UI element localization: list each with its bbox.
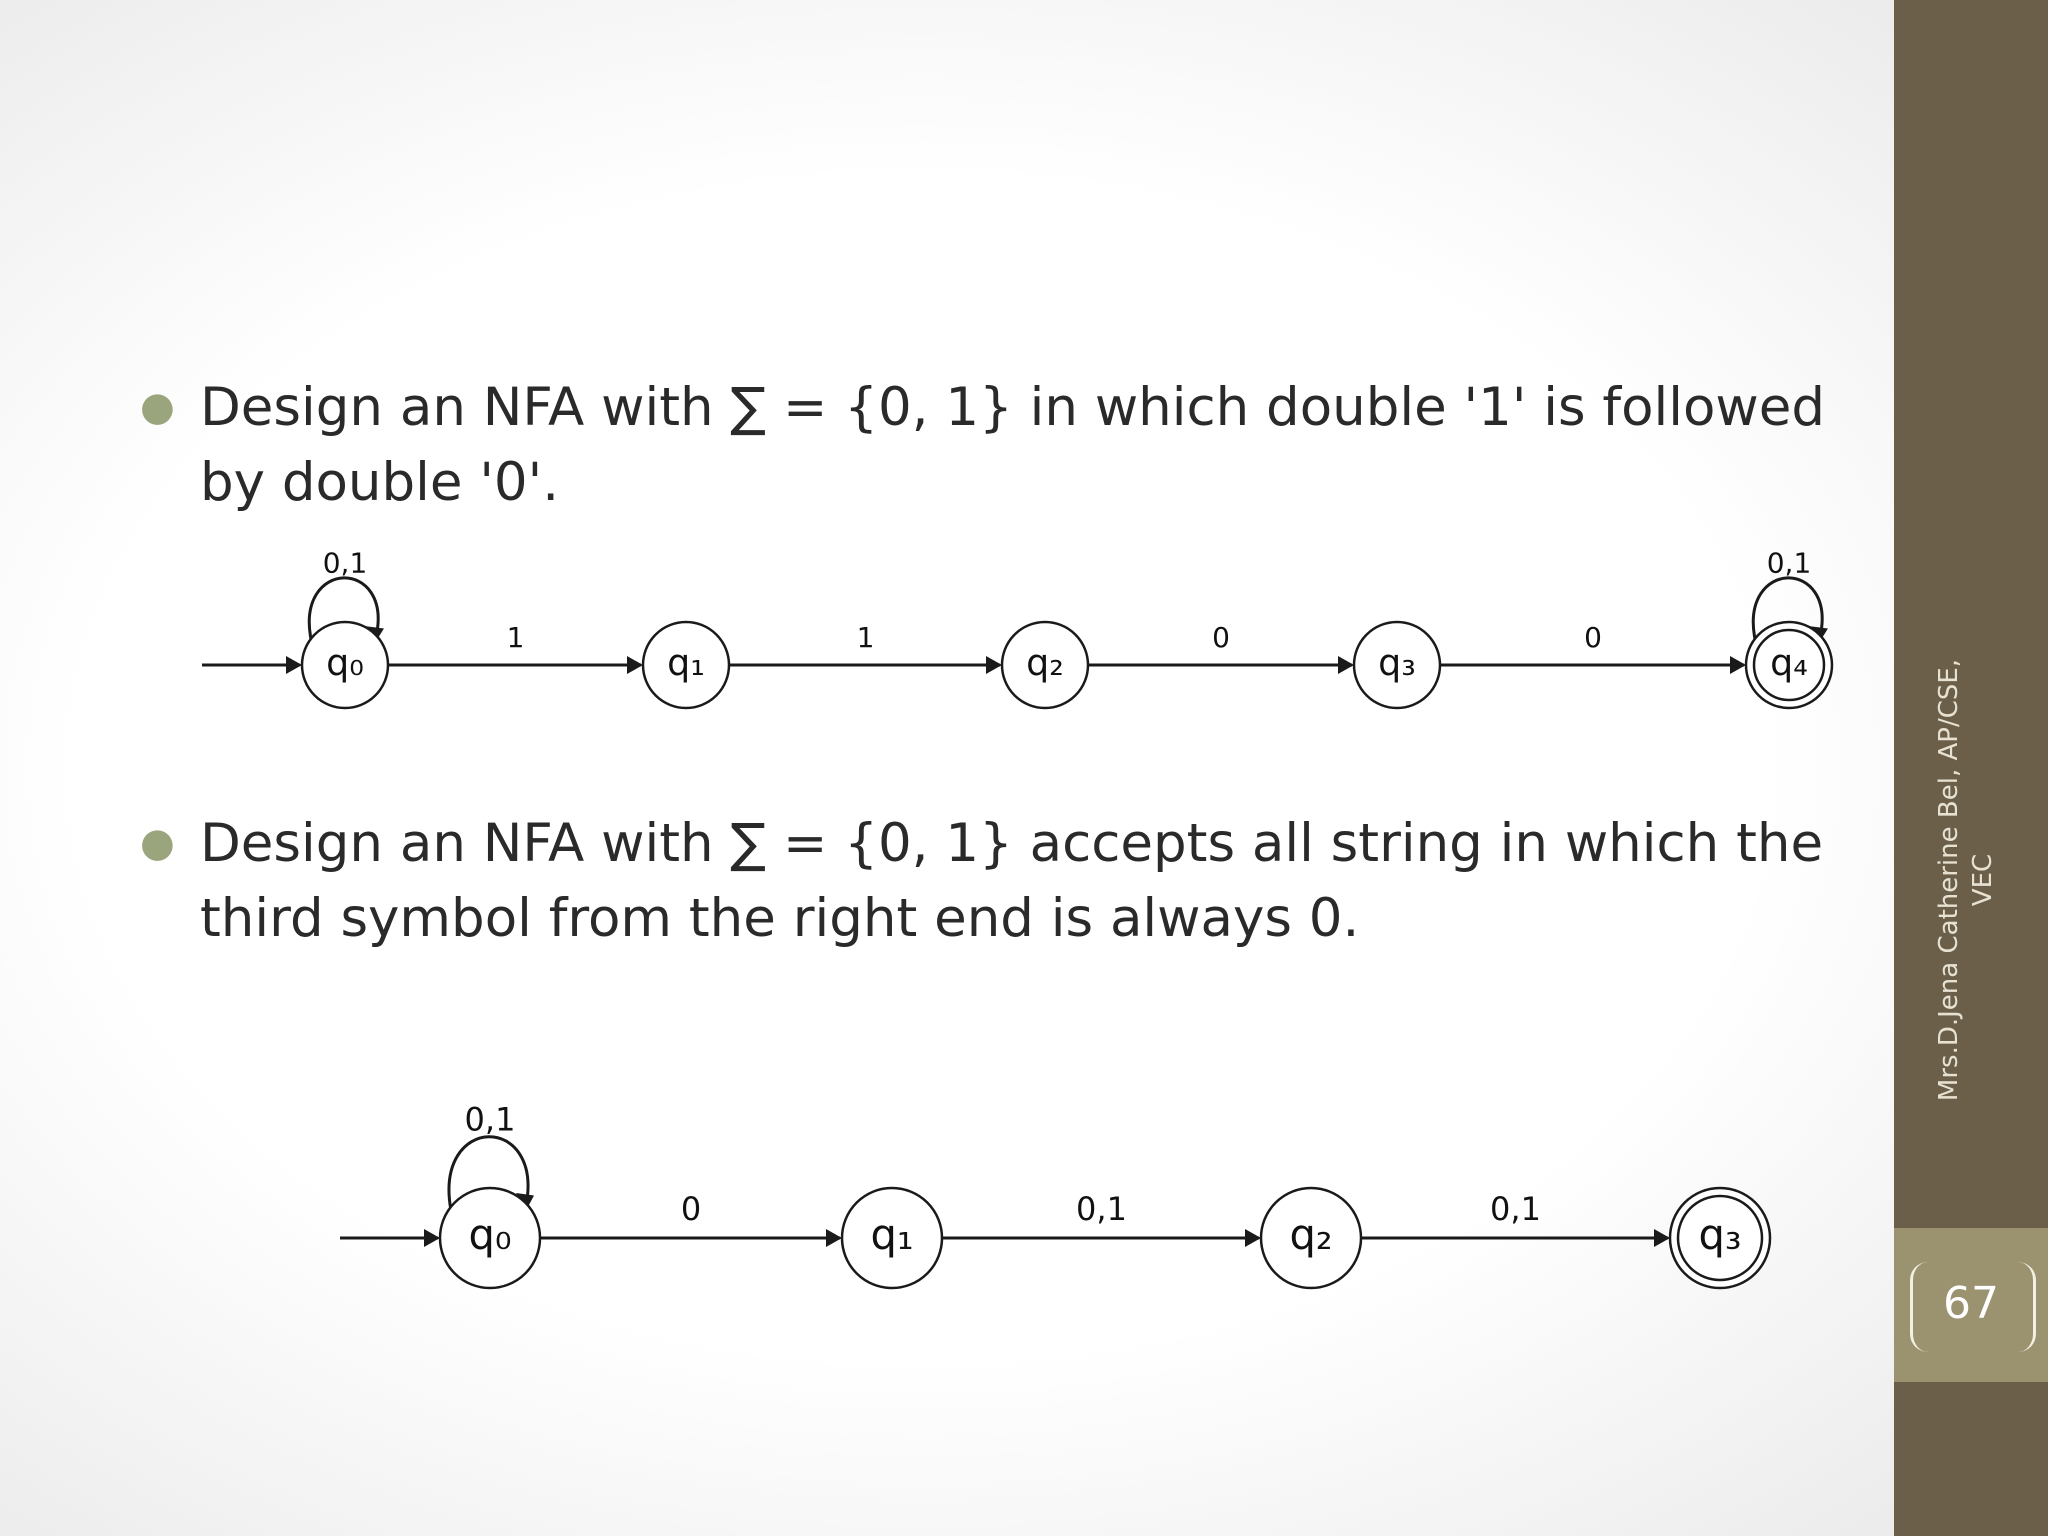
state-circle xyxy=(840,1186,944,1290)
transition-label: 1 xyxy=(507,621,525,654)
state-label: q₄ xyxy=(1770,641,1808,684)
self-loop-label: 0,1 xyxy=(465,1101,516,1139)
bullet-item: ● Design an NFA with ∑ = {0, 1} in which… xyxy=(140,370,1840,520)
arrow-head-icon xyxy=(1245,1229,1261,1247)
arrow-head-icon xyxy=(627,656,643,674)
arrow-head-icon xyxy=(1654,1229,1670,1247)
page-bracket-icon xyxy=(1910,1262,2036,1352)
self-loop-label: 0,1 xyxy=(323,547,368,580)
bullet-dot-icon: ● xyxy=(140,820,175,866)
state-label: q₂ xyxy=(1289,1210,1332,1259)
state-circle xyxy=(1668,1186,1772,1290)
state-label: q₁ xyxy=(667,641,705,684)
state-circle xyxy=(641,620,731,710)
state-label: q₂ xyxy=(1026,641,1064,684)
bullet-item: ● Design an NFA with ∑ = {0, 1} accepts … xyxy=(140,806,1840,956)
transition-label: 0,1 xyxy=(1490,1190,1541,1228)
arrow-head-icon xyxy=(826,1229,842,1247)
state-circle xyxy=(1000,620,1090,710)
footer-author-line: VEC xyxy=(1968,853,1998,907)
state-label: q₁ xyxy=(870,1210,913,1259)
self-loop-arrow xyxy=(447,1135,530,1211)
state-circle xyxy=(1352,620,1442,710)
self-loop-arrow xyxy=(1751,576,1824,642)
footer-author-line: Mrs.D.Jena Catherine Bel, AP/CSE, xyxy=(1934,658,1964,1102)
transition-label: 0,1 xyxy=(1076,1190,1127,1228)
nfa-diagram-1: 0,1 0,1 1 1 0 0 q₀ q₁ q₂ q₃ q₄ xyxy=(202,547,1834,710)
self-loop-arrow xyxy=(307,576,380,642)
arrow-head-icon xyxy=(1338,656,1354,674)
self-loop-label: 0,1 xyxy=(1767,547,1812,580)
state-circle xyxy=(1744,620,1834,710)
state-circle xyxy=(438,1186,542,1290)
accept-ring xyxy=(1752,628,1826,702)
bullet-dot-icon: ● xyxy=(140,384,175,430)
state-circle xyxy=(300,620,390,710)
nfa-diagram-2: 0,1 0 0,1 0,1 q₀ q₁ q₂ q₃ xyxy=(340,1101,1772,1290)
page-number-box xyxy=(1894,1228,2048,1382)
transition-label: 0 xyxy=(681,1190,701,1228)
transition-label: 1 xyxy=(857,621,875,654)
bullet-text: Design an NFA with ∑ = {0, 1} accepts al… xyxy=(200,813,1824,949)
state-label: q₀ xyxy=(326,641,364,684)
state-label: q₃ xyxy=(1378,641,1416,684)
accept-ring xyxy=(1676,1194,1764,1282)
footer-author: Mrs.D.Jena Catherine Bel, AP/CSE, VEC xyxy=(1932,620,2000,1140)
transition-label: 0 xyxy=(1212,621,1230,654)
slide-content: ● Design an NFA with ∑ = {0, 1} in which… xyxy=(140,370,1840,1290)
state-circle xyxy=(1259,1186,1363,1290)
arrow-head-icon xyxy=(986,656,1002,674)
page-number: 67 xyxy=(1943,1278,1999,1329)
state-label: q₀ xyxy=(468,1210,511,1259)
transition-label: 0 xyxy=(1584,621,1602,654)
state-label: q₃ xyxy=(1698,1210,1741,1259)
bullet-text: Design an NFA with ∑ = {0, 1} in which d… xyxy=(200,377,1825,513)
arrow-head-icon xyxy=(424,1229,440,1247)
arrow-head-icon xyxy=(286,656,302,674)
arrow-head-icon xyxy=(1730,656,1746,674)
